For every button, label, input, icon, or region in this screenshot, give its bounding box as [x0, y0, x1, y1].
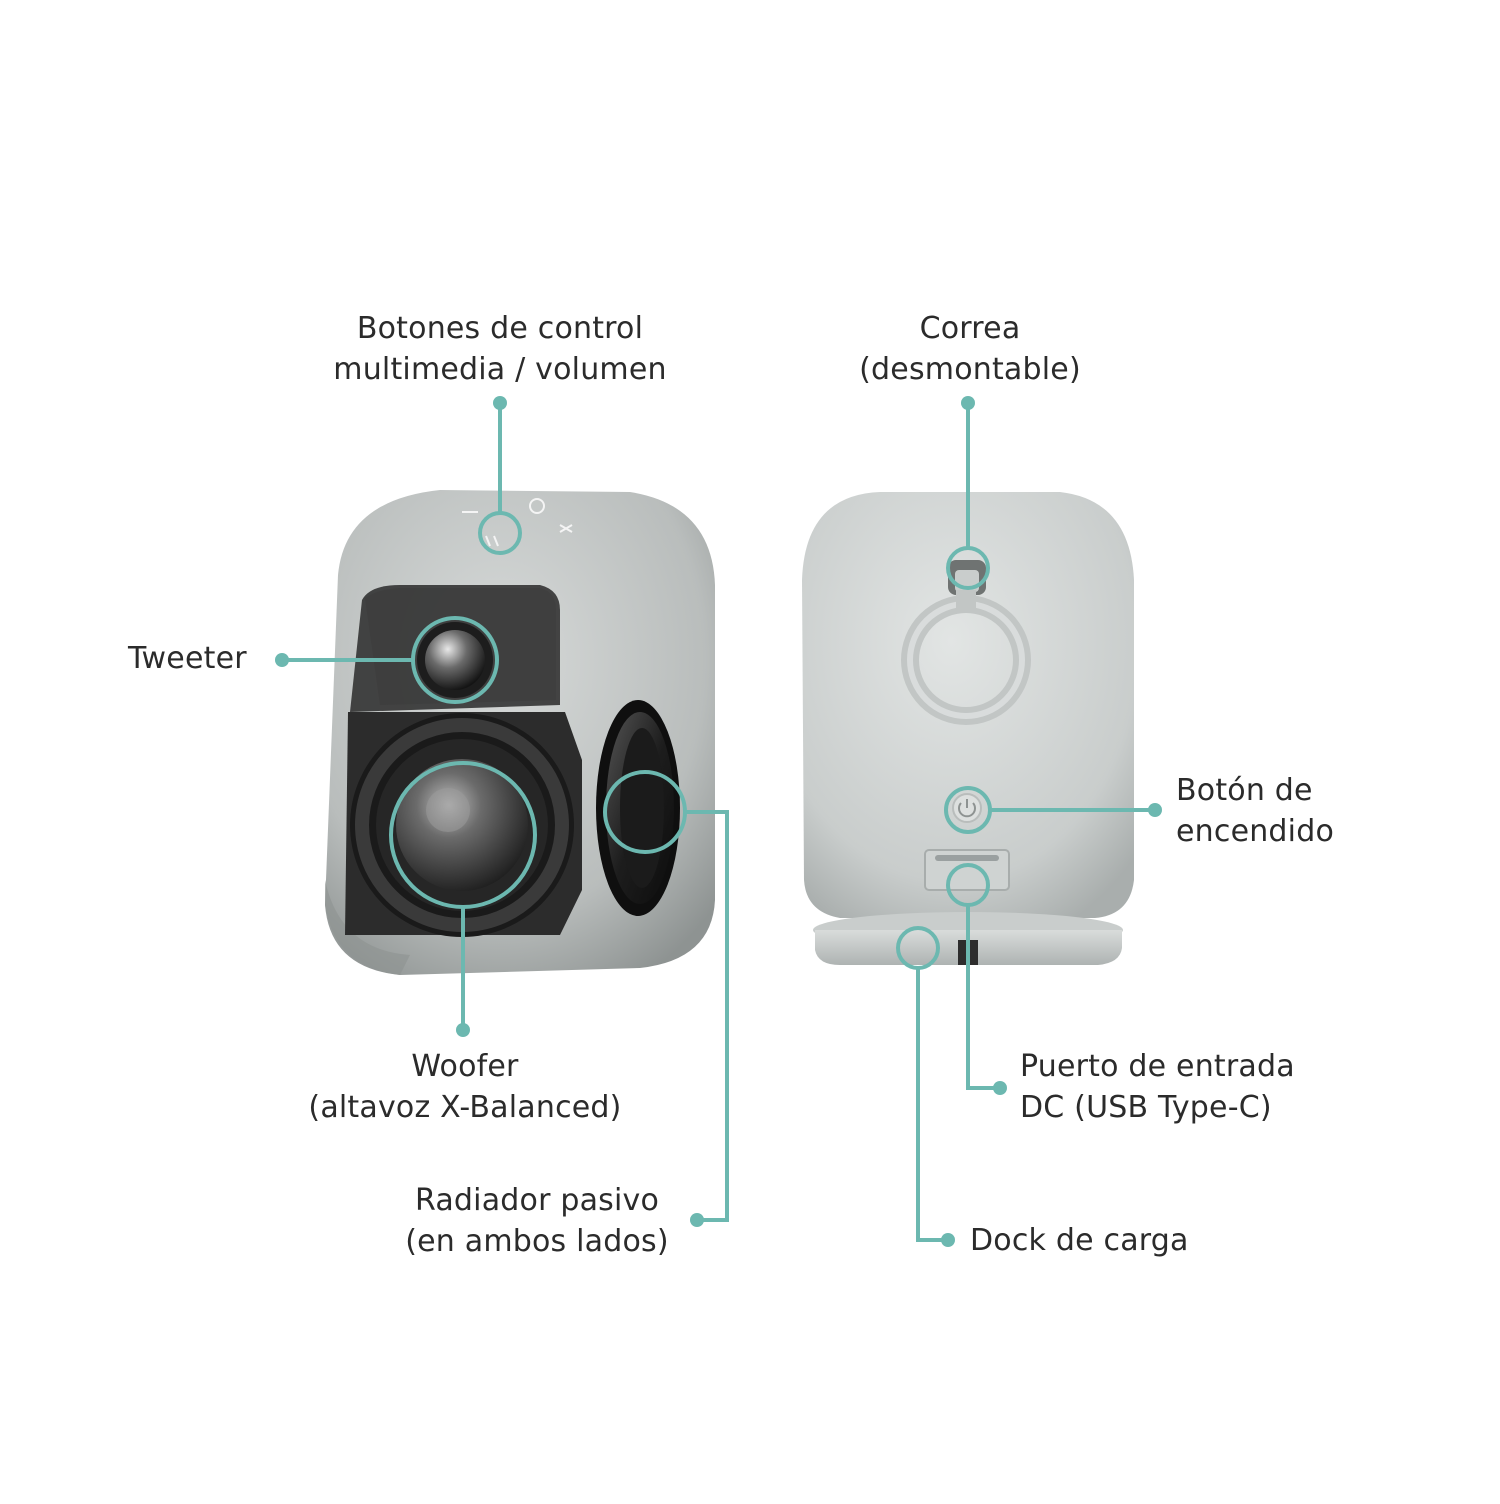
woofer-driver — [345, 712, 582, 937]
label-power-button: Botón de encendido — [1176, 770, 1334, 852]
label-media-buttons-line2: multimedia / volumen — [333, 352, 667, 387]
label-woofer: Woofer (altavoz X-Balanced) — [308, 1046, 621, 1128]
label-dc-line2: DC (USB Type-C) — [1020, 1090, 1272, 1125]
passive-radiator — [596, 700, 680, 916]
label-woofer-line2: (altavoz X-Balanced) — [308, 1090, 622, 1125]
callout-lines — [282, 403, 1155, 1242]
power-button — [952, 793, 982, 823]
callout-line-dock — [916, 968, 948, 1242]
tweeter-driver — [417, 622, 493, 698]
label-dock-line1: Dock de carga — [970, 1223, 1189, 1258]
label-tweeter-line1: Tweeter — [128, 641, 247, 676]
label-power-line1: Botón de — [1176, 773, 1313, 808]
label-radiator-line2: (en ambos lados) — [405, 1224, 669, 1259]
left-speaker-cutaway — [325, 490, 715, 975]
label-media-buttons: Botones de control multimedia / volumen — [333, 308, 666, 390]
label-power-line2: encendido — [1176, 814, 1335, 849]
label-passive-radiator: Radiador pasivo (en ambos lados) — [405, 1180, 669, 1262]
callout-line-dc — [966, 905, 1000, 1090]
label-woofer-line1: Woofer — [411, 1049, 519, 1084]
callout-line-radiator — [683, 810, 729, 1222]
label-strap-line1: Correa — [919, 311, 1021, 346]
callout-dots — [275, 396, 1162, 1247]
label-strap-line2: (desmontable) — [859, 352, 1081, 387]
label-radiator-line1: Radiador pasivo — [414, 1183, 660, 1218]
strap — [901, 560, 1031, 725]
label-dc-line1: Puerto de entrada — [1020, 1049, 1295, 1084]
media-buttons-group — [462, 498, 573, 547]
label-media-buttons-line1: Botones de control — [356, 311, 644, 346]
label-tweeter: Tweeter — [128, 638, 247, 679]
label-strap: Correa (desmontable) — [859, 308, 1081, 390]
right-speaker-rear — [802, 492, 1134, 965]
label-charging-dock: Dock de carga — [970, 1220, 1189, 1261]
label-dc-port: Puerto de entrada DC (USB Type-C) — [1020, 1046, 1295, 1128]
